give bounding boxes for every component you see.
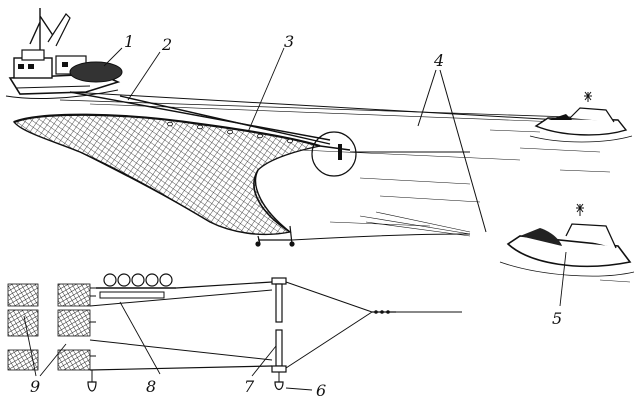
- label-9: 9: [30, 377, 40, 396]
- label-7: 7: [244, 377, 255, 396]
- label-4: 4: [433, 51, 444, 70]
- rigging-detail: [7, 273, 462, 392]
- detail-circle: [311, 131, 470, 177]
- label-1: 1: [124, 32, 134, 51]
- seine-net: [12, 113, 321, 236]
- label-2: 2: [161, 35, 172, 54]
- label-8: 8: [146, 377, 156, 396]
- detail-callout-leaders: [23, 301, 313, 391]
- callout-4-lines: [417, 69, 487, 233]
- lower-boat: [359, 203, 635, 277]
- float-line: [167, 121, 293, 144]
- fishing-vessel: [5, 8, 123, 99]
- warp-lines: [69, 91, 561, 145]
- callout-leaders: [103, 47, 567, 307]
- callout-labels: 1 2 3 4 5 6 7 8 9: [30, 32, 562, 400]
- net-wing-end: [255, 225, 471, 247]
- label-3: 3: [284, 32, 294, 51]
- upper-boat: [529, 91, 633, 143]
- label-5: 5: [552, 309, 562, 328]
- label-6: 6: [316, 381, 326, 400]
